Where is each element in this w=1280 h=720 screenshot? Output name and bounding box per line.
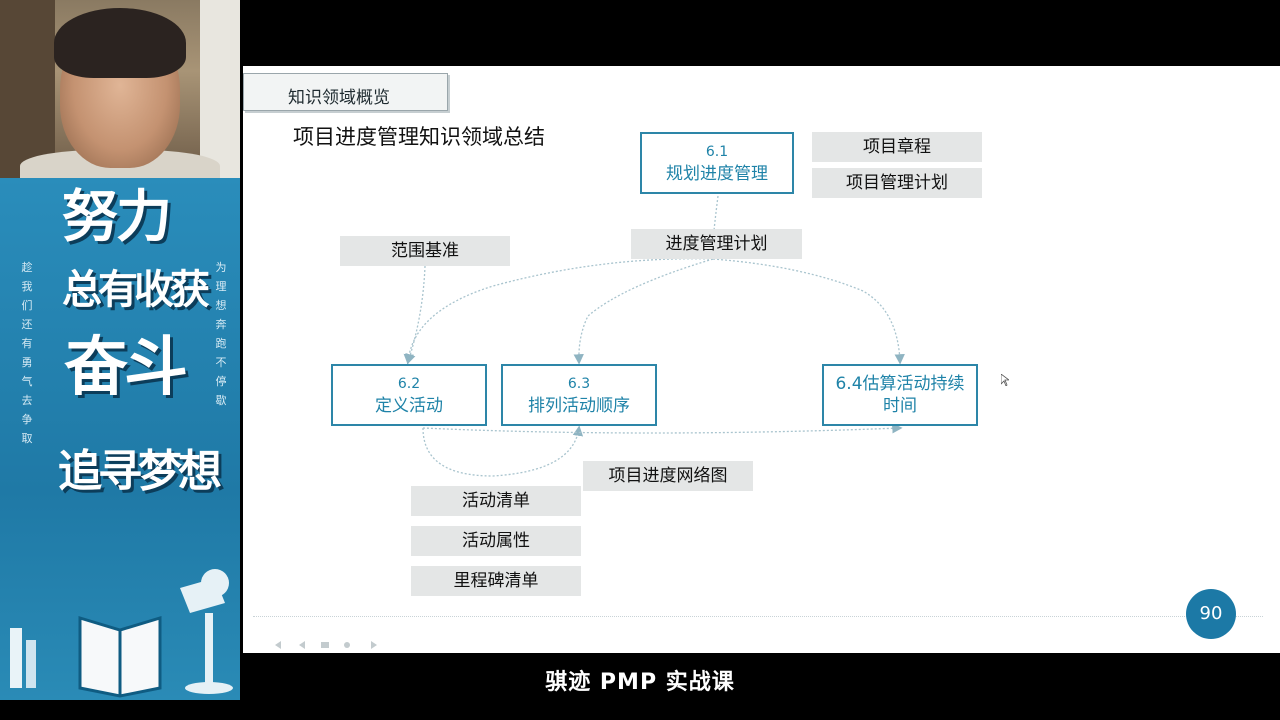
tag-activity-list: 活动清单 [411, 486, 581, 516]
process-6-3-number: 6.3 [567, 376, 591, 392]
motivational-poster: 努力 总有收获 奋斗 追寻梦想 趁我们还有勇气去争取 为理想奔跑不停歇 [0, 178, 240, 700]
footer-divider [253, 616, 1263, 617]
left-video-panel: 努力 总有收获 奋斗 追寻梦想 趁我们还有勇气去争取 为理想奔跑不停歇 [0, 0, 240, 700]
slide-nav-controls[interactable] [273, 640, 393, 650]
poster-line-1: 努力 [62, 185, 172, 250]
process-6-2-name: 定义活动 [375, 396, 443, 416]
process-6-1-name: 规划进度管理 [666, 164, 768, 184]
poster-line-2: 总有收获 [62, 267, 210, 313]
mouse-cursor-icon [1001, 374, 1009, 386]
process-6-4-line-1: 6.4估算活动持续 [835, 374, 965, 394]
poster-line-3: 奋斗 [64, 331, 188, 405]
tag-scope-baseline: 范围基准 [340, 236, 510, 266]
process-6-1-plan-schedule-management[interactable]: 6.1 规划进度管理 [640, 132, 794, 194]
poster-line-4: 追寻梦想 [58, 446, 222, 497]
book-lamp-illustration [10, 569, 233, 698]
webcam-background-right [200, 0, 240, 178]
process-6-3-name: 排列活动顺序 [528, 396, 630, 416]
process-6-3-sequence-activities[interactable]: 6.3 排列活动顺序 [501, 364, 657, 426]
process-6-4-line-2: 时间 [883, 396, 917, 416]
tag-project-charter: 项目章程 [812, 132, 982, 162]
poster-vertical-text-left: 趁我们还有勇气去争取 [21, 261, 33, 445]
slide: 知识领域概览 项目进度管理知识领域总结 6.1 规划进度管理 6.2 定义活动 … [243, 66, 1280, 653]
webcam-background-left [0, 0, 55, 178]
webcam-feed [0, 0, 240, 178]
video-subtitle: 骐迹 PMP 实战课 [545, 670, 735, 695]
section-tab: 知识领域概览 [243, 73, 448, 111]
poster-vertical-text-right: 为理想奔跑不停歇 [215, 261, 227, 407]
presenter-hair [54, 8, 186, 78]
tag-schedule-management-plan: 进度管理计划 [631, 229, 802, 259]
page-number-badge: 90 [1186, 589, 1236, 639]
process-6-1-number: 6.1 [705, 144, 729, 160]
process-6-2-define-activities[interactable]: 6.2 定义活动 [331, 364, 487, 426]
process-6-2-number: 6.2 [397, 376, 421, 392]
process-6-4-estimate-durations[interactable]: 6.4估算活动持续 时间 [822, 364, 978, 426]
slide-title: 项目进度管理知识领域总结 [293, 125, 545, 149]
section-tab-label: 知识领域概览 [288, 88, 390, 108]
tag-activity-attributes: 活动属性 [411, 526, 581, 556]
tag-milestone-list: 里程碑清单 [411, 566, 581, 596]
tag-schedule-network-diagram: 项目进度网络图 [583, 461, 753, 491]
tag-project-management-plan: 项目管理计划 [812, 168, 982, 198]
process-flow-arrows [403, 195, 905, 477]
